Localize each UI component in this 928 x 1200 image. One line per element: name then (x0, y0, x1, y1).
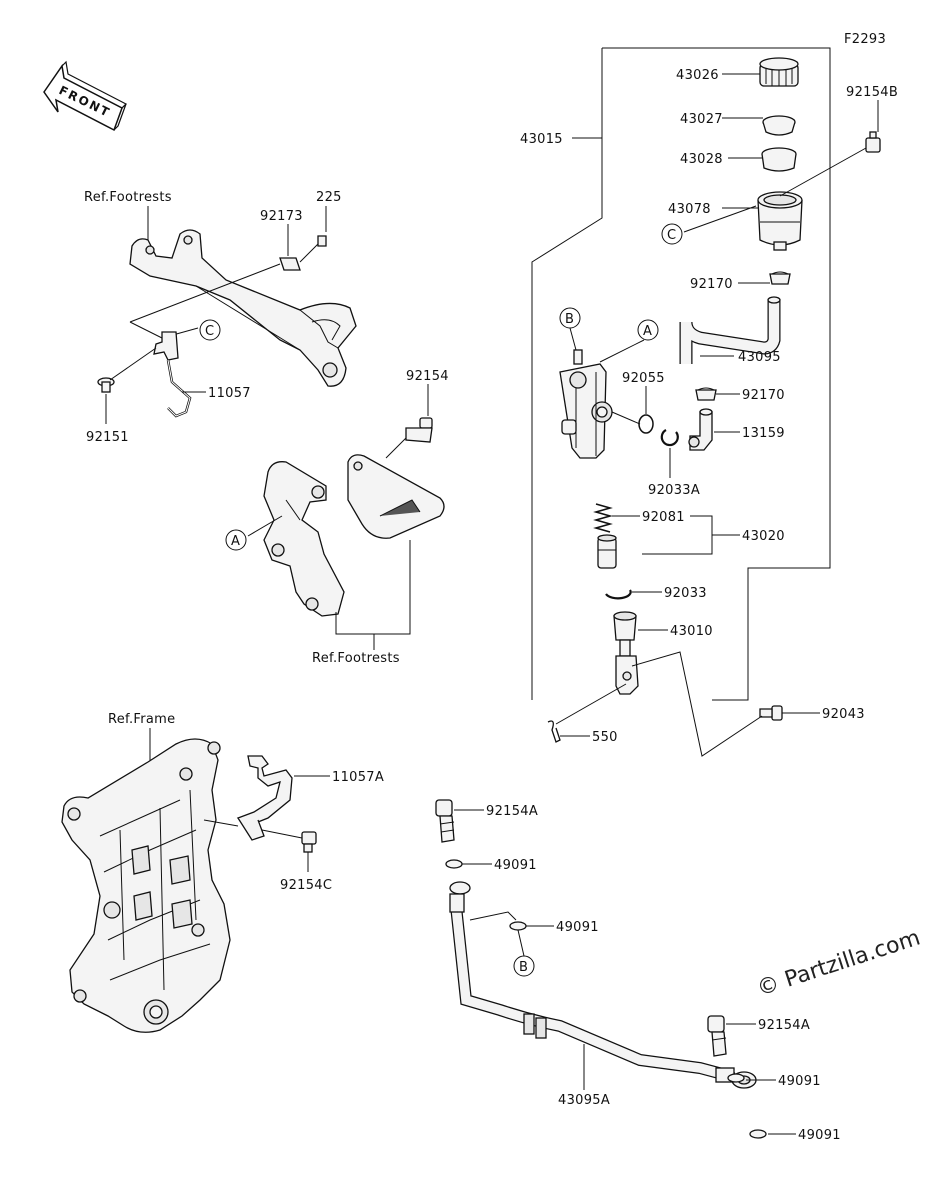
hose-clamp-92170-upper (769, 271, 791, 285)
label-43026: 43026 (676, 68, 719, 83)
callout-C-left-label: C (205, 324, 214, 339)
label-92033: 92033 (664, 586, 707, 601)
label-92055: 92055 (622, 371, 665, 386)
bolt-92154B (865, 131, 881, 153)
callout-A-right (637, 319, 659, 341)
label-43027: 43027 (680, 112, 723, 127)
spring-92081 (593, 503, 613, 533)
cotter-pin-550 (547, 720, 561, 743)
brake-hose-43095A (449, 881, 757, 1089)
watermark-partzilla: © Partzilla.com (754, 925, 923, 1001)
push-rod-43010 (613, 611, 639, 695)
screw-225 (317, 235, 327, 247)
label-43095A: 43095A (558, 1093, 610, 1108)
leader-A-right (599, 339, 645, 363)
label-92081: 92081 (642, 510, 685, 525)
label-11057A: 11057A (332, 770, 384, 785)
label-92173: 92173 (260, 209, 303, 224)
ref-footrests-bottom: Ref.Footrests (312, 651, 400, 666)
label-92154C: 92154C (280, 878, 332, 893)
label-43078: 43078 (668, 202, 711, 217)
label-92154A-lower: 92154A (758, 1018, 810, 1033)
bolt-92154C (301, 831, 317, 853)
leader-A-left (247, 515, 283, 537)
label-49091-d: 49091 (798, 1128, 841, 1143)
label-43028: 43028 (680, 152, 723, 167)
label-13159: 13159 (742, 426, 785, 441)
clevis-pin-92043 (759, 705, 783, 721)
label-92151: 92151 (86, 430, 129, 445)
o-ring-92055 (638, 414, 654, 434)
reservoir-cap-43026 (759, 57, 799, 87)
leader-B-top (569, 327, 577, 351)
hose-fitting-13159 (688, 408, 713, 451)
bolt-92154 (405, 417, 433, 443)
bracket-11057A (236, 755, 293, 841)
label-11057: 11057 (208, 386, 251, 401)
leader-C-right (683, 205, 757, 233)
footrest-bracket-lower (263, 461, 345, 617)
reservoir-diaphragm-43028 (761, 147, 797, 172)
reservoir-plate-43027 (762, 115, 796, 136)
callout-B-bottom-label: B (519, 960, 528, 975)
callout-C-left (199, 319, 221, 341)
banjo-bolt-92154A-upper (435, 799, 455, 843)
frame-section (61, 738, 231, 1033)
front-direction-arrow-icon: FRONT (43, 60, 128, 132)
reservoir-tank-43078 (757, 191, 803, 251)
label-225: 225 (316, 190, 342, 205)
footrest-bracket-upper (129, 229, 357, 387)
clamp-92173 (279, 257, 301, 271)
callout-B-bottom (513, 955, 535, 977)
label-550: 550 (592, 730, 618, 745)
label-43015: 43015 (520, 132, 563, 147)
callout-A-left-label: A (231, 534, 240, 549)
callout-A-left (225, 529, 247, 551)
assembly-43015-bracket (531, 47, 831, 701)
label-43095: 43095 (738, 350, 781, 365)
callout-A-right-label: A (643, 324, 652, 339)
washer-49091-c (727, 1073, 745, 1083)
ref-frame: Ref.Frame (108, 712, 175, 727)
label-92154: 92154 (406, 369, 449, 384)
label-92170-lower: 92170 (742, 388, 785, 403)
master-cylinder-body (559, 349, 613, 459)
washer-49091-a (445, 859, 463, 869)
leader-bolt-92154B-to-reservoir (779, 147, 867, 197)
bracket-ref-footrests-bottom (335, 540, 411, 635)
bolt-92151 (97, 377, 115, 393)
label-49091-a: 49091 (494, 858, 537, 873)
bracket-11057 (153, 331, 192, 418)
label-43010: 43010 (670, 624, 713, 639)
label-49091-b: 49091 (556, 920, 599, 935)
label-92154A-upper: 92154A (486, 804, 538, 819)
label-92043: 92043 (822, 707, 865, 722)
ref-footrests-top: Ref.Footrests (84, 190, 172, 205)
washer-49091-b (509, 921, 527, 931)
callout-C-right (661, 223, 683, 245)
label-92170-upper: 92170 (690, 277, 733, 292)
leader-92043-to-pushrod (631, 651, 763, 757)
label-49091-c: 49091 (778, 1074, 821, 1089)
callout-C-right-label: C (667, 228, 676, 243)
circlip-92033 (605, 589, 632, 600)
hose-clamp-92170-lower (695, 387, 717, 401)
circlip-92033A (660, 429, 679, 447)
label-92033A: 92033A (648, 483, 700, 498)
label-92154B: 92154B (846, 85, 898, 100)
leader-B-bottom (517, 929, 525, 957)
label-43020: 43020 (742, 529, 785, 544)
callout-B-top-label: B (565, 312, 574, 327)
reservoir-hose-43095 (680, 300, 780, 364)
banjo-bolt-92154A-lower (707, 1015, 727, 1057)
piston-kit (597, 534, 617, 569)
heel-guard-plate (347, 454, 445, 539)
figure-code: F2293 (844, 32, 886, 47)
washer-49091-d (749, 1129, 767, 1139)
